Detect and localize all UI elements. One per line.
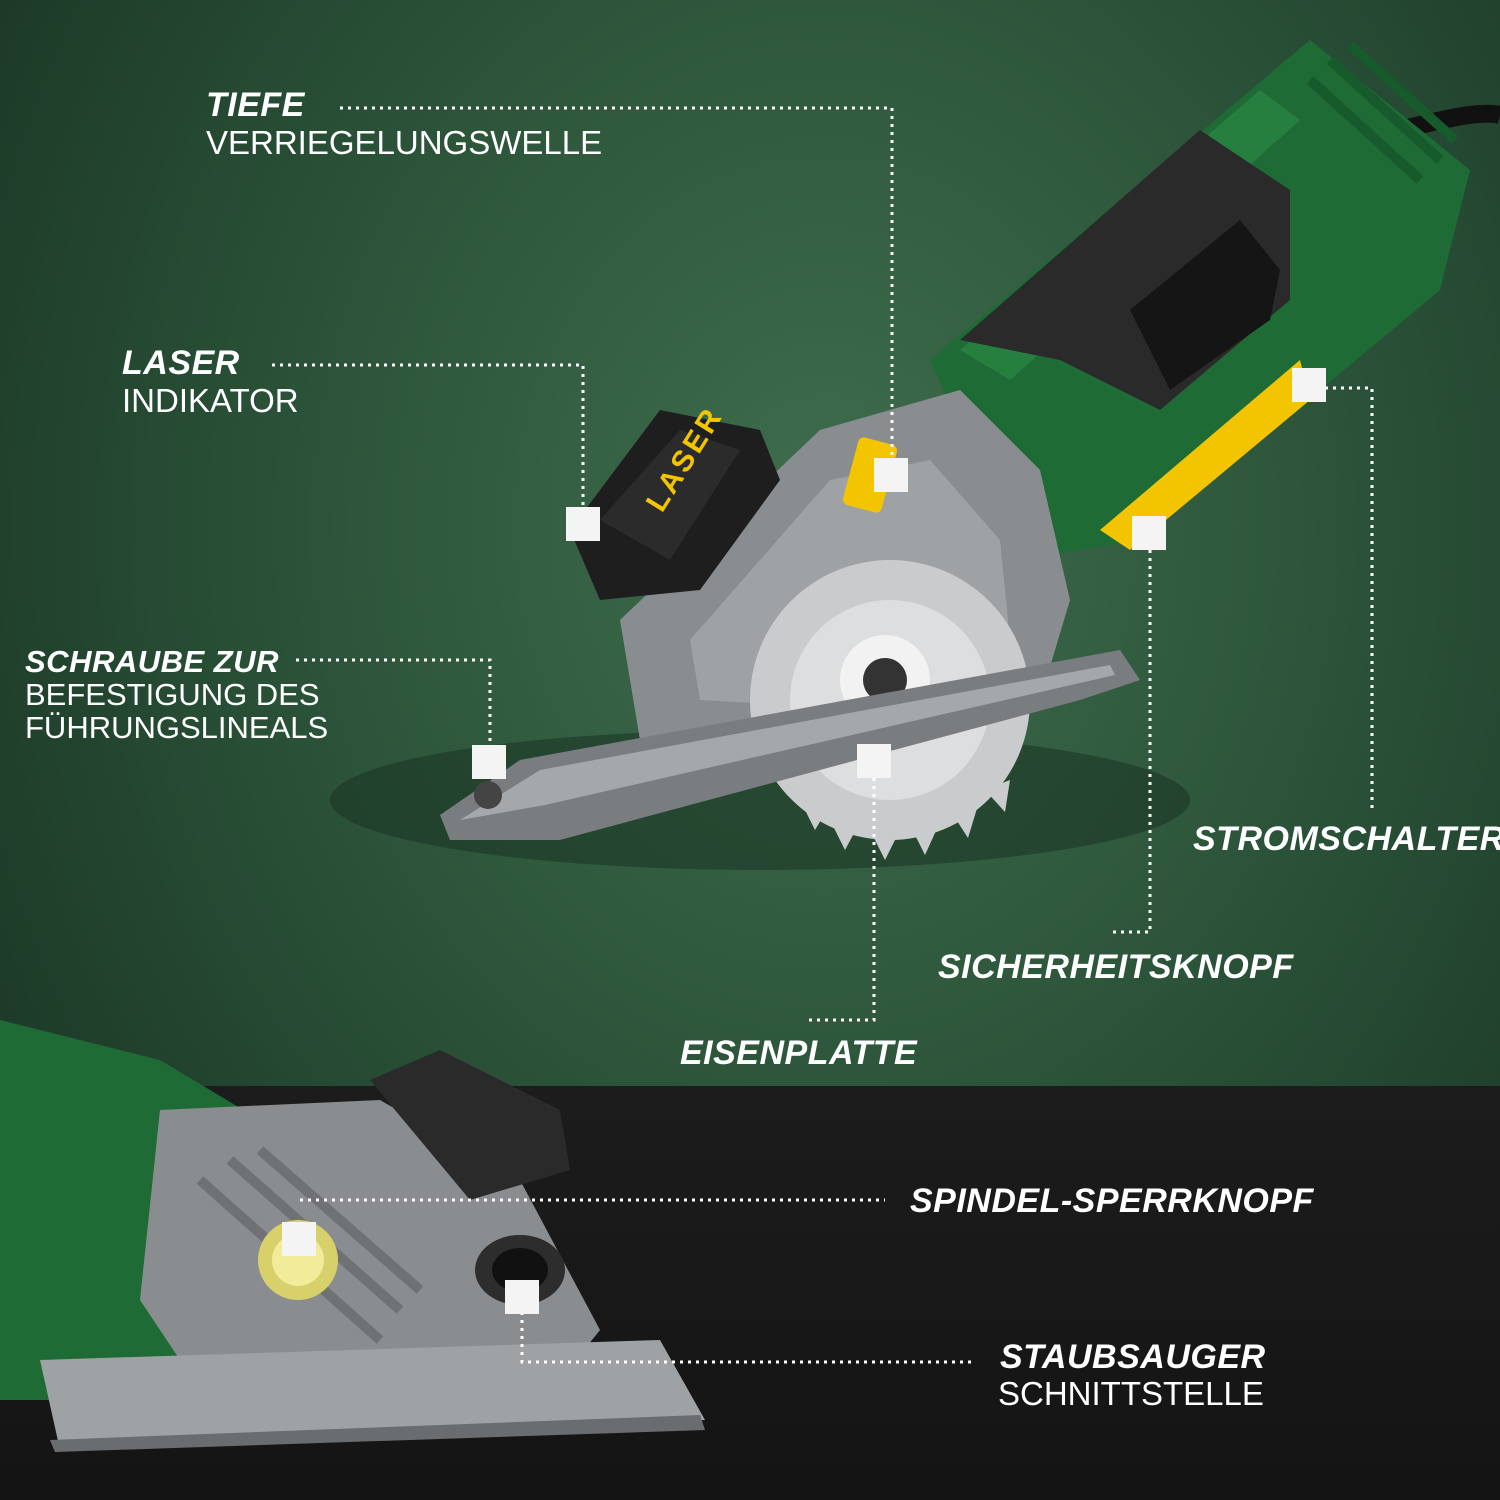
callout-laser-sub: INDIKATOR [122, 382, 299, 419]
callout-schraube: SCHRAUBE ZUR BEFESTIGUNG DES FÜHRUNGSLIN… [25, 646, 328, 743]
depth-lock [842, 437, 898, 513]
leader-schraube [296, 658, 492, 760]
leader-laser [272, 363, 585, 520]
grip-pad [1130, 220, 1280, 390]
leader-staubsauger [520, 1312, 975, 1364]
marker-eisenplatte [857, 744, 891, 778]
callout-tiefe-title: TIEFE [206, 86, 305, 124]
callout-tiefe-sub: VERRIEGELUNGSWELLE [206, 124, 603, 161]
blade-bolt [863, 658, 907, 702]
callout-schraube-line3: FÜHRUNGSLINEALS [25, 710, 329, 745]
marker-sicherheitsknopf [1132, 516, 1166, 550]
marker-spindel [282, 1222, 316, 1256]
callout-staubsauger-title: STAUBSAUGER [1000, 1338, 1266, 1376]
leader-stromschalter [1325, 386, 1374, 808]
callout-laser-title: LASER [122, 344, 240, 382]
callout-eisenplatte: EISENPLATTE [680, 1034, 918, 1072]
callout-stromschalter: STROMSCHALTER [1193, 820, 1500, 858]
callout-spindel: SPINDEL-SPERRKNOPF [910, 1182, 1314, 1220]
marker-staubsauger [505, 1280, 539, 1314]
closeup-laser [370, 1050, 570, 1200]
blade-teeth [800, 780, 1010, 860]
marker-schraube [472, 745, 506, 779]
leader-tiefe [340, 106, 894, 470]
marker-stromschalter [1292, 368, 1326, 402]
marker-laser [566, 507, 600, 541]
leader-sicherheitsknopf [1110, 550, 1152, 934]
callout-laser: LASER INDIKATOR [122, 346, 299, 417]
callout-staubsauger: STAUBSAUGER SCHNITTSTELLE [998, 1338, 1266, 1412]
callout-schraube-title: SCHRAUBE ZUR [25, 644, 279, 679]
switch-yellow [1100, 360, 1310, 550]
guide-screw [474, 781, 502, 809]
leader-eisenplatte [804, 778, 876, 1022]
callout-sicherheitsknopf: SICHERHEITSKNOPF [938, 948, 1294, 986]
vent-ribs [1306, 41, 1459, 184]
callout-staubsauger-sub: SCHNITTSTELLE [998, 1375, 1264, 1412]
marker-tiefe [874, 458, 908, 492]
callout-tiefe: TIEFE VERRIEGELUNGSWELLE [206, 88, 602, 159]
callout-schraube-line2: BEFESTIGUNG DES [25, 677, 320, 712]
